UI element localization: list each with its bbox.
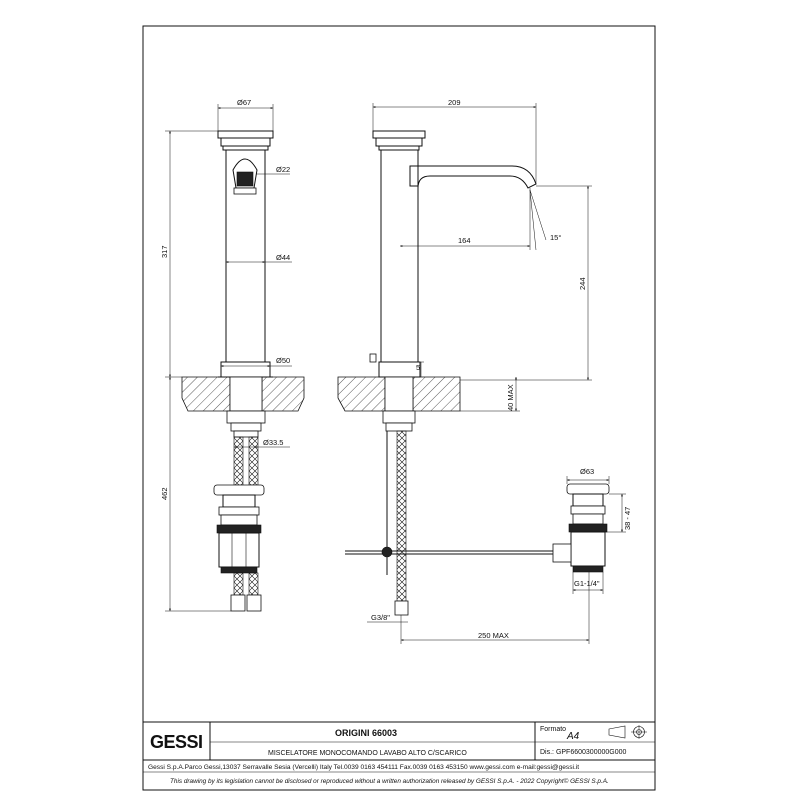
product-name: ORIGINI 66003 [335,728,397,738]
legal-notice: This drawing by its legislation cannot b… [170,777,609,785]
dim-250-max: 250 MAX [478,631,509,640]
dim-g3-8: G3/8" [371,613,390,622]
dim-width-164: 164 [458,236,471,245]
side-view-dimensions: 209 164 15° 244 5 40 MAX Ø63 38 - 47 G1-… [367,98,632,644]
dim-diameter-67: Ø67 [237,98,251,107]
dim-width-209: 209 [448,98,461,107]
dim-diameter-50: Ø50 [276,356,290,365]
dim-g1-1-4: G1-1/4" [574,579,600,588]
dim-diameter-22: Ø22 [276,165,290,174]
format-value: A4 [566,731,580,742]
front-view-dimensions: Ø67 Ø22 Ø44 Ø50 Ø33.5 317 462 [160,98,292,612]
gessi-logo: GESSI [150,732,203,752]
projection-symbol-icon [608,725,647,739]
dim-height-317: 317 [160,245,169,258]
dim-height-38-47: 38 - 47 [623,507,632,530]
drawing-number: Dis.: GPF6600300000G000 [540,749,626,756]
dim-diameter-33-5: Ø33.5 [263,438,283,447]
product-description: MISCELATORE MONOCOMANDO LAVABO ALTO C/SC… [268,750,467,757]
format-label: Formato [540,726,566,733]
front-view [181,130,305,612]
dim-diameter-44: Ø44 [276,253,290,262]
dim-diameter-63: Ø63 [580,467,594,476]
dim-40-max: 40 MAX [506,384,515,411]
title-block: GESSI ORIGINI 66003 MISCELATORE MONOCOMA… [142,721,656,785]
dim-angle-15: 15° [550,233,561,242]
dim-height-5: 5 [416,363,420,372]
dim-height-244: 244 [578,277,587,290]
dim-height-462: 462 [160,487,169,500]
sheet-border [142,25,656,791]
side-view [337,130,610,616]
company-info: Gessi S.p.A.Parco Gessi,13037 Serravalle… [148,764,579,771]
